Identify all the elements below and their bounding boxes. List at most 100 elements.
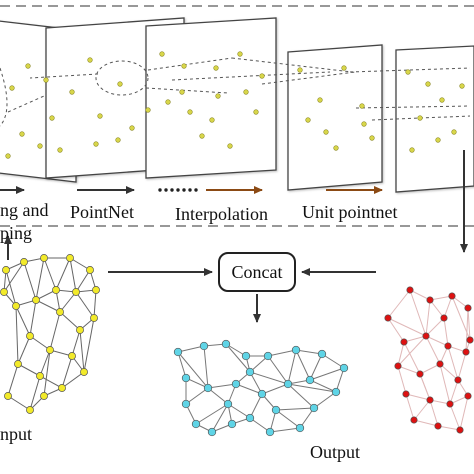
graph-edge	[309, 379, 337, 393]
label-sampling-grouping-line2: ping	[0, 223, 33, 243]
graph-node	[462, 348, 470, 356]
plane-point	[341, 65, 347, 71]
graph-edge	[75, 291, 95, 319]
graph-edge	[413, 419, 439, 427]
plane-point	[361, 121, 367, 127]
graph-edge	[309, 367, 345, 381]
graph-edge	[287, 383, 337, 393]
graph-node	[448, 292, 456, 300]
graph-edge	[425, 317, 445, 337]
graph-node	[2, 266, 10, 274]
graph-node	[52, 286, 60, 294]
graph-node	[331, 387, 341, 397]
graph-node	[58, 384, 66, 392]
plane-point	[57, 147, 63, 153]
graph-edge	[447, 345, 459, 381]
graph-node	[464, 304, 472, 312]
graph-node	[32, 296, 40, 304]
plane-point	[129, 125, 135, 131]
output-point-graph	[173, 339, 349, 437]
plane-point	[97, 113, 103, 119]
graph-edge	[309, 353, 323, 381]
graph-edge	[449, 379, 459, 405]
plane-point	[179, 89, 185, 95]
graph-node	[181, 373, 191, 383]
plane-point	[37, 143, 43, 149]
graph-edge	[177, 345, 205, 353]
graph-edge	[43, 349, 51, 397]
plane-point	[25, 63, 31, 69]
graph-edge	[287, 383, 315, 409]
graph-edge	[387, 317, 427, 337]
graph-node	[90, 314, 98, 322]
layer-plane-5	[395, 45, 474, 193]
ellipsis-dots	[158, 188, 198, 192]
graph-edge	[439, 363, 459, 381]
graph-edge	[5, 269, 17, 307]
graph-edge	[61, 371, 85, 389]
graph-edge	[35, 257, 45, 301]
plane-point	[305, 117, 311, 123]
graph-edge	[267, 355, 289, 385]
graph-edge	[49, 311, 61, 351]
graph-edge	[55, 257, 71, 291]
graph-edge	[419, 373, 431, 401]
graph-node	[227, 419, 237, 429]
graph-edge	[195, 403, 229, 425]
graph-node	[203, 383, 213, 393]
graph-edge	[419, 363, 441, 375]
graph-edge	[249, 393, 263, 419]
graph-edge	[465, 307, 469, 353]
graph-edge	[397, 335, 427, 367]
graph-edge	[69, 257, 77, 293]
plane-point	[9, 85, 15, 91]
input-point-graph	[0, 254, 100, 414]
graph-edge	[23, 261, 37, 301]
graph-edge	[269, 427, 301, 433]
graph-edge	[443, 317, 449, 347]
graph-edge	[403, 341, 421, 375]
graph-edge	[7, 395, 31, 411]
graph-node	[339, 363, 349, 373]
graph-node	[426, 296, 434, 304]
graph-edge	[467, 307, 471, 341]
graph-edge	[29, 299, 37, 337]
plane-point	[5, 153, 11, 159]
graph-node	[241, 351, 251, 361]
graph-node	[207, 427, 217, 437]
graph-node	[191, 419, 201, 429]
graph-node	[80, 368, 88, 376]
graph-edge	[413, 399, 431, 421]
graph-node	[384, 314, 392, 322]
graph-edge	[425, 335, 441, 365]
plane-point	[459, 83, 465, 89]
graph-edge	[261, 383, 289, 395]
graph-edge	[425, 299, 431, 337]
graph-edge	[429, 299, 445, 319]
graph-edge	[177, 351, 187, 379]
graph-node	[305, 375, 315, 385]
graph-edge	[71, 329, 81, 357]
graph-edge	[405, 393, 415, 421]
plane-point	[333, 145, 339, 151]
graph-edge	[387, 289, 411, 319]
graph-edge	[267, 349, 297, 357]
graph-edge	[227, 403, 251, 419]
graph-edge	[7, 363, 19, 397]
graph-edge	[275, 407, 315, 411]
graph-edge	[177, 351, 209, 389]
graph-edge	[397, 341, 405, 367]
graph-node	[40, 392, 48, 400]
plane-point	[145, 107, 151, 113]
graph-edge	[29, 335, 51, 351]
graph-edge	[405, 393, 431, 401]
graph-node	[410, 416, 418, 424]
graph-node	[26, 332, 34, 340]
graph-node	[446, 400, 454, 408]
graph-node	[76, 326, 84, 334]
graph-node	[394, 362, 402, 370]
graph-edge	[39, 349, 51, 377]
graph-edge	[425, 335, 449, 347]
graph-node	[46, 346, 54, 354]
graph-node	[283, 379, 293, 389]
